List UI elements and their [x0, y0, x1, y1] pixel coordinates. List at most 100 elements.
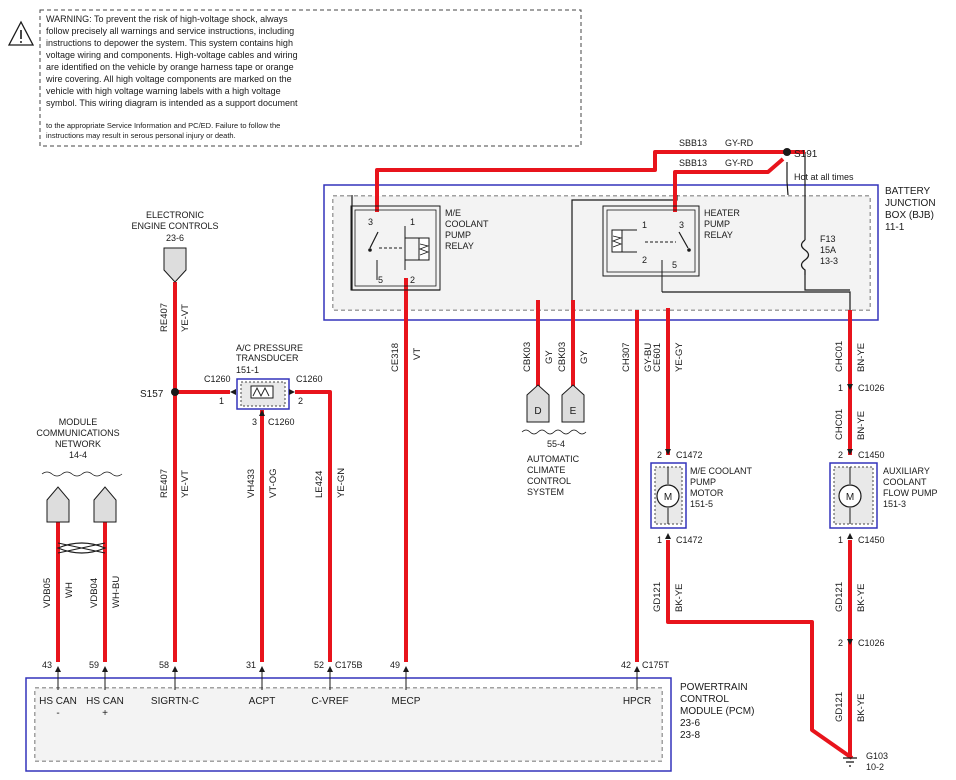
- warning-triangle-icon: [7, 20, 35, 46]
- svg-text:follow precisely all warnings: follow precisely all warnings and servic…: [46, 26, 294, 36]
- wire-label-color: GY: [544, 350, 555, 364]
- eec-label: ENGINE CONTROLS: [131, 221, 218, 231]
- wire-label-circuit: CHC01: [834, 341, 845, 372]
- wire-label-circuit: CH307: [621, 342, 632, 372]
- wire-label-color: WH: [64, 582, 75, 598]
- acc-label: CONTROL: [527, 476, 571, 486]
- ac-transducer-ref: 151-1: [236, 365, 259, 375]
- pcm-pin-number: 49: [390, 660, 400, 670]
- aux-coolant-flow-pump: [829, 462, 878, 529]
- c1026-bottom-pin: 2: [838, 638, 843, 648]
- bjb-title-2: JUNCTION: [885, 198, 936, 209]
- fuse-rating: 15A: [820, 245, 836, 255]
- pcm-pin-label: ACPT: [249, 696, 276, 707]
- svg-text:vehicle with high voltage warn: vehicle with high voltage warning labels…: [46, 86, 281, 96]
- bjb-inner-line: [662, 291, 851, 310]
- wire-label-color: YE-VT: [180, 470, 191, 498]
- pcm-pin-number: 58: [159, 660, 169, 670]
- pcm-pin-label: HPCR: [623, 696, 651, 707]
- mcn-label: COMMUNICATIONS: [36, 428, 119, 438]
- pcm-module: [25, 677, 672, 772]
- wire-label-color: YE-GN: [336, 468, 347, 498]
- svg-text:instructions to depower the sy: instructions to depower the system. This…: [46, 38, 293, 48]
- wire-label-color: BN-YE: [856, 343, 867, 372]
- mcn-label: MODULE: [59, 417, 98, 427]
- aux-pump-label: AUXILIARY: [883, 466, 930, 476]
- mcn-connector-icon: [46, 486, 70, 523]
- me-pump-pin-bottom: 1: [657, 535, 662, 545]
- warning-text: WARNING: To prevent the risk of high-vol…: [45, 14, 298, 140]
- pin-1: 1: [219, 396, 224, 406]
- svg-text:symbol. This wiring diagram is: symbol. This wiring diagram is intended …: [46, 98, 298, 108]
- pcm-pin-label: HS CAN: [86, 696, 124, 707]
- pin-arrow-icon: [55, 666, 61, 672]
- me-coolant-relay: [350, 205, 441, 291]
- wire-label-color: GY: [579, 350, 590, 364]
- eec-ref: 23-6: [166, 233, 184, 243]
- c1026-top-conn: C1026: [858, 383, 885, 393]
- me-relay-pin-2: 2: [410, 275, 415, 285]
- wire-label-color: BK-YE: [856, 693, 867, 722]
- pcm-title: MODULE (PCM): [680, 706, 754, 717]
- aux-pump-conn-bottom: C1450: [858, 535, 885, 545]
- arrow-icon: [847, 533, 853, 539]
- aux-pump-label: FLOW PUMP: [883, 488, 938, 498]
- me-pump-pin-top: 2: [657, 450, 662, 460]
- acc-label: CLIMATE: [527, 465, 565, 475]
- pcm-pin-number: 52: [314, 660, 324, 670]
- conn-c1260-bottom: C1260: [268, 417, 295, 427]
- acc-label: SYSTEM: [527, 487, 564, 497]
- c1026-bottom-conn: C1026: [858, 638, 885, 648]
- wire-label-color: WH-BU: [111, 576, 122, 608]
- pin-arrow-icon: [102, 666, 108, 672]
- me-relay-label: M/E: [445, 208, 461, 218]
- pcm-pin-number: 42: [621, 660, 631, 670]
- eec-connector-icon: [163, 247, 187, 283]
- aux-pump-conn-top: C1450: [858, 450, 885, 460]
- me-pump-ref: 151-5: [690, 499, 713, 509]
- arrow-icon: [847, 639, 853, 645]
- pcm-conn-c175t: C175T: [642, 660, 670, 670]
- pcm-title: CONTROL: [680, 694, 729, 705]
- pin-arrow-icon: [327, 666, 333, 672]
- wire-label-color: BK-YE: [856, 583, 867, 612]
- wire-label-circuit: CE601: [652, 343, 663, 372]
- heater-relay-pin-2: 2: [642, 255, 647, 265]
- sbb-top-circuit: SBB13: [679, 138, 707, 148]
- pcm-ref: 23-6: [680, 718, 700, 729]
- wire-label-color: YE-GY: [674, 342, 685, 372]
- aux-pump-pin-bottom: 1: [838, 535, 843, 545]
- arrow-icon: [665, 533, 671, 539]
- fuse-name: F13: [820, 234, 836, 244]
- twisted-pair-icon: [56, 542, 107, 554]
- aux-pump-pin-top: 2: [838, 450, 843, 460]
- arrow-icon: [847, 384, 853, 390]
- fuse-out-line: [804, 275, 850, 291]
- pcm-pin-number: 59: [89, 660, 99, 670]
- me-relay-pin-1: 1: [410, 217, 415, 227]
- arrow-icon: [289, 389, 295, 395]
- c1026-top-pin: 1: [838, 383, 843, 393]
- pin-arrow-icon: [634, 666, 640, 672]
- me-relay-label: RELAY: [445, 241, 474, 251]
- wire-label-circuit: CE318: [390, 343, 401, 372]
- ground-ref: 10-2: [866, 762, 884, 772]
- fuse-ref: 13-3: [820, 256, 838, 266]
- heater-relay-label: PUMP: [704, 219, 730, 229]
- me-pump-label: PUMP: [690, 477, 716, 487]
- heater-relay-label: HEATER: [704, 208, 740, 218]
- arrow-icon: [230, 389, 236, 395]
- heater-relay-pin-3: 3: [679, 220, 684, 230]
- wire-label-circuit: RE407: [159, 469, 170, 498]
- wire-label-color: BN-YE: [856, 411, 867, 440]
- fuse-f13-icon: [800, 239, 810, 275]
- pcm-pin-label: MECP: [392, 696, 421, 707]
- me-relay-pin-5: 5: [378, 275, 383, 285]
- pcm-pin-label: C-VREF: [311, 696, 348, 707]
- motor-icon: M: [664, 492, 672, 503]
- wire-label-circuit: VH433: [246, 469, 257, 498]
- splice-s191-label: S191: [794, 149, 818, 160]
- wire-label-circuit: RE407: [159, 303, 170, 332]
